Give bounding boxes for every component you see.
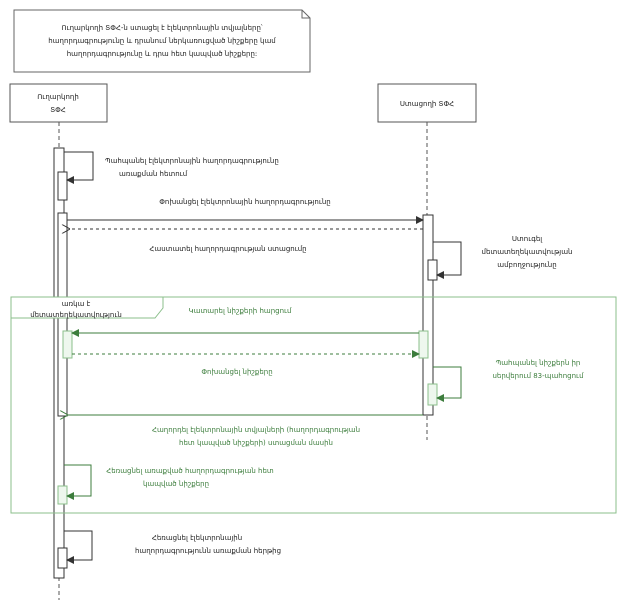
self-message-check	[433, 241, 462, 279]
participant-sender-label-2: ՏՓՀ	[50, 106, 66, 114]
msg-transfer-files-label: Փոխանցել նիշքերը	[201, 368, 272, 376]
activation-sender-green-2	[57, 485, 68, 505]
activation-sender-green-1	[62, 330, 73, 359]
activation-receiver-green-2	[427, 383, 438, 406]
msg-store-line-2: առաքման հետում	[119, 170, 188, 178]
activation-receiver-green-1	[418, 330, 429, 359]
self-message-remove	[64, 530, 93, 564]
msg-store-files-line-1: Պահպանել նիշքերն իր	[496, 359, 581, 367]
self-message-store-files	[433, 366, 462, 402]
participant-receiver-label: Ստացողի ՏՓՀ	[400, 100, 454, 108]
participant-sender-label-1: Ուղարկողի	[37, 93, 79, 101]
participant-sender: Ուղարկողի ՏՓՀ	[9, 83, 108, 123]
note-line-2: հաղորդագրությունը և դրանում ներկառուցված…	[48, 37, 276, 45]
self-message-store	[64, 151, 94, 184]
activation-receiver-main	[422, 214, 434, 416]
msg-store-files-line-2: սերվերում 83-պահոցում	[492, 372, 584, 380]
msg-store-line-1: Պահպանել էլեկտրոնային հաղորդագրությունը	[105, 157, 279, 165]
msg-remove-line-2: հաղորդագրությունն առաքման հերթից	[135, 547, 281, 555]
msg-delete-files-line-2: կապված նիշքերը	[143, 480, 209, 488]
msg-check-line-3: ամբողջությունը	[497, 261, 556, 269]
self-message-delete-files	[64, 464, 92, 500]
note-line-3: հաղորդագրությունը և դրա հետ կապված նիշքե…	[67, 50, 258, 58]
note-box: Ուղարկողի ՏՓՀ-ն ստացել է էլեկտրոնային տվ…	[13, 9, 311, 73]
msg-check-line-2: մետատեղեկատվության	[482, 248, 573, 256]
msg-request-files-label: Կատարել նիշքերի հարցում	[189, 307, 293, 315]
msg-delete-files-line-1: Հեռացնել առաքված հաղորդագրության հետ	[106, 467, 274, 475]
fragment-guard-line-2: մետատեղեկատվություն	[30, 311, 122, 319]
note-line-1: Ուղարկողի ՏՓՀ-ն ստացել է էլեկտրոնային տվ…	[61, 24, 262, 32]
msg-report-line-2: հետ կապված նիշքերի) ստացման մասին	[179, 439, 333, 447]
msg-transfer-label: Փոխանցել էլեկտրոնային հաղորդագրությունը	[159, 198, 331, 206]
msg-remove-line-1: Հեռացնել էլեկտրոնային	[152, 534, 242, 542]
optional-fragment: առկա է մետատեղեկատվություն	[10, 296, 617, 514]
msg-check-line-1: Ստուգել	[512, 235, 543, 243]
msg-report-line-1: Հաղորդել էլեկտրոնային տվյալների (հաղորդա…	[152, 426, 360, 434]
msg-confirm-label: Հաստատել հաղորդագրության ստացումը	[149, 245, 306, 253]
activation-sender-3	[57, 547, 68, 569]
activation-receiver-1	[427, 259, 438, 281]
activation-sender-1	[57, 171, 68, 201]
fragment-guard-line-1: առկա է	[62, 300, 91, 308]
participant-receiver: Ստացողի ՏՓՀ	[377, 83, 477, 123]
